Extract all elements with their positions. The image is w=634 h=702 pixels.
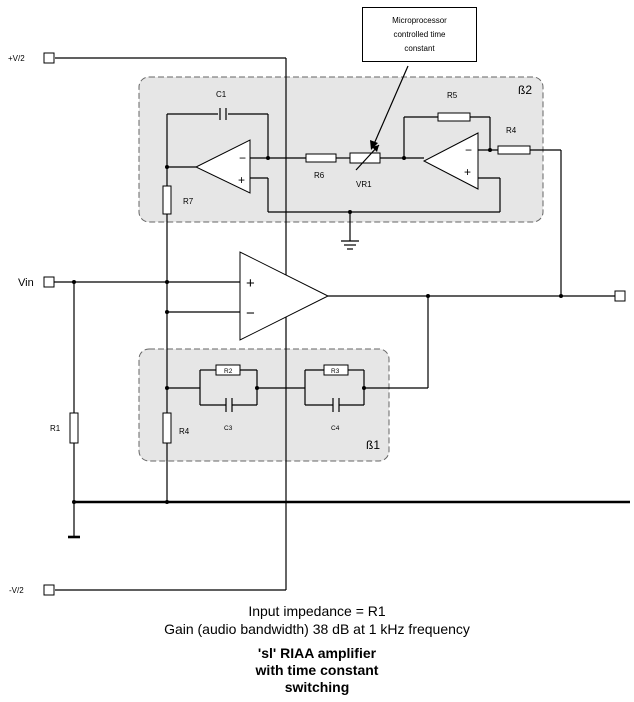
gain-caption: Gain (audio bandwidth) 38 dB at 1 kHz fr… [164, 621, 470, 637]
r3-label: R3 [331, 368, 340, 375]
r1-label: R1 [50, 424, 61, 433]
beta2-wiring [166, 113, 562, 296]
r4-top-label: R4 [506, 126, 517, 135]
r2-resistor [215, 364, 241, 376]
r7-resistor [162, 185, 172, 215]
r2-label: R2 [224, 368, 233, 375]
main-amp-plus: + [246, 275, 255, 292]
diagram-title: 'sl' RIAA amplifier with time constant s… [0, 645, 634, 696]
title-line-1: 'sl' RIAA amplifier [257, 645, 377, 661]
beta2-left-minus: − [239, 151, 246, 165]
c4-capacitor [332, 398, 340, 412]
c1-label: C1 [216, 90, 227, 99]
beta1-wiring [167, 296, 429, 406]
vneg-label: -V/2 [9, 586, 24, 595]
r5-resistor [437, 112, 471, 122]
beta1-network-box [138, 348, 390, 462]
c4-label: C4 [331, 425, 340, 432]
callout-line-3: constant [404, 44, 435, 53]
vneg-terminal [43, 584, 55, 596]
beta2-right-minus: − [465, 143, 472, 157]
r6-resistor [305, 153, 337, 163]
r5-label: R5 [447, 91, 458, 100]
c1-capacitor [219, 108, 227, 120]
vpos-terminal [43, 52, 55, 64]
vin-terminal [43, 276, 55, 288]
r1-resistor [69, 412, 79, 444]
main-amp-minus: − [246, 305, 255, 322]
beta2-left-opamp [194, 139, 251, 194]
input-impedance-caption: Input impedance = R1 [248, 603, 386, 619]
beta2-right-opamp [422, 132, 479, 190]
r6-label: R6 [314, 171, 325, 180]
main-amplifier [239, 251, 330, 341]
beta2-right-plus: + [464, 165, 471, 179]
vpos-label: +V/2 [8, 54, 25, 63]
output-terminal [614, 290, 626, 302]
vin-label: Vin [18, 277, 34, 289]
c3-label: C3 [224, 425, 233, 432]
r4-top-resistor [497, 145, 531, 155]
callout-line-1: Microprocessor [392, 16, 447, 25]
c3-capacitor [225, 398, 233, 412]
beta1-label: ß1 [366, 438, 380, 452]
beta2-left-plus: + [238, 173, 245, 187]
r4-bottom-resistor [162, 412, 172, 444]
callout-arrow [370, 65, 409, 150]
beta2-label: ß2 [518, 83, 532, 97]
junction-dots [72, 148, 563, 504]
r7-label: R7 [183, 197, 194, 206]
title-line-2: with time constant [255, 662, 379, 678]
vr1-label: VR1 [356, 180, 372, 189]
r3-resistor [323, 364, 349, 376]
title-line-3: switching [284, 679, 350, 695]
callout-line-2: controlled time [393, 30, 446, 39]
r4-bottom-label: R4 [179, 427, 190, 436]
signal-ground-symbol [341, 240, 359, 250]
microprocessor-callout: Microprocessor controlled time constant [362, 7, 477, 62]
